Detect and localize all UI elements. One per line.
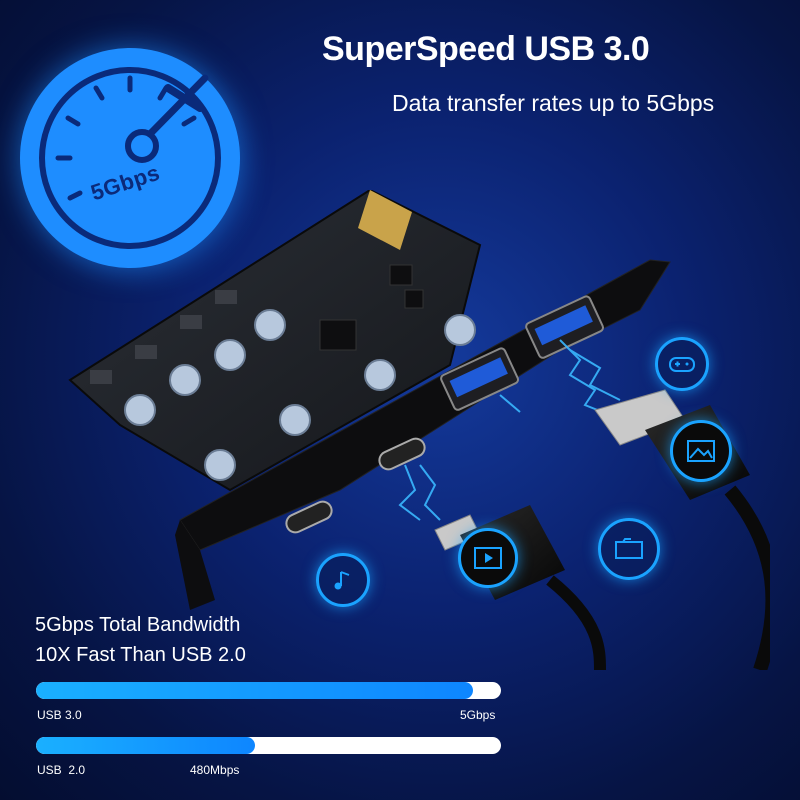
pcie-card-illustration	[68, 190, 770, 670]
gamepad-icon	[655, 337, 709, 391]
image-icon	[670, 420, 732, 482]
usb3-bar-label: USB 3.0	[37, 708, 82, 722]
usb2-bar-label: USB 2.0	[37, 763, 86, 777]
speedometer-dial	[39, 67, 221, 249]
usb3-bar-value: 5Gbps	[460, 708, 496, 722]
bandwidth-comparison: 10X Fast Than USB 2.0	[35, 644, 246, 666]
usb2-bar-value: 480Mbps	[190, 763, 240, 777]
page-title: SuperSpeed USB 3.0	[322, 30, 650, 68]
usb3-speed-bar	[36, 682, 501, 699]
music-icon	[316, 553, 370, 607]
page-subtitle: Data transfer rates up to 5Gbps	[392, 90, 715, 116]
video-icon	[458, 528, 518, 588]
usb3-speed-bar-fill	[36, 682, 474, 699]
usb2-speed-bar-fill	[36, 737, 255, 754]
folder-icon	[598, 518, 660, 580]
bandwidth-headline: 5Gbps Total Bandwidth	[35, 614, 241, 636]
usb2-speed-bar	[36, 737, 501, 754]
